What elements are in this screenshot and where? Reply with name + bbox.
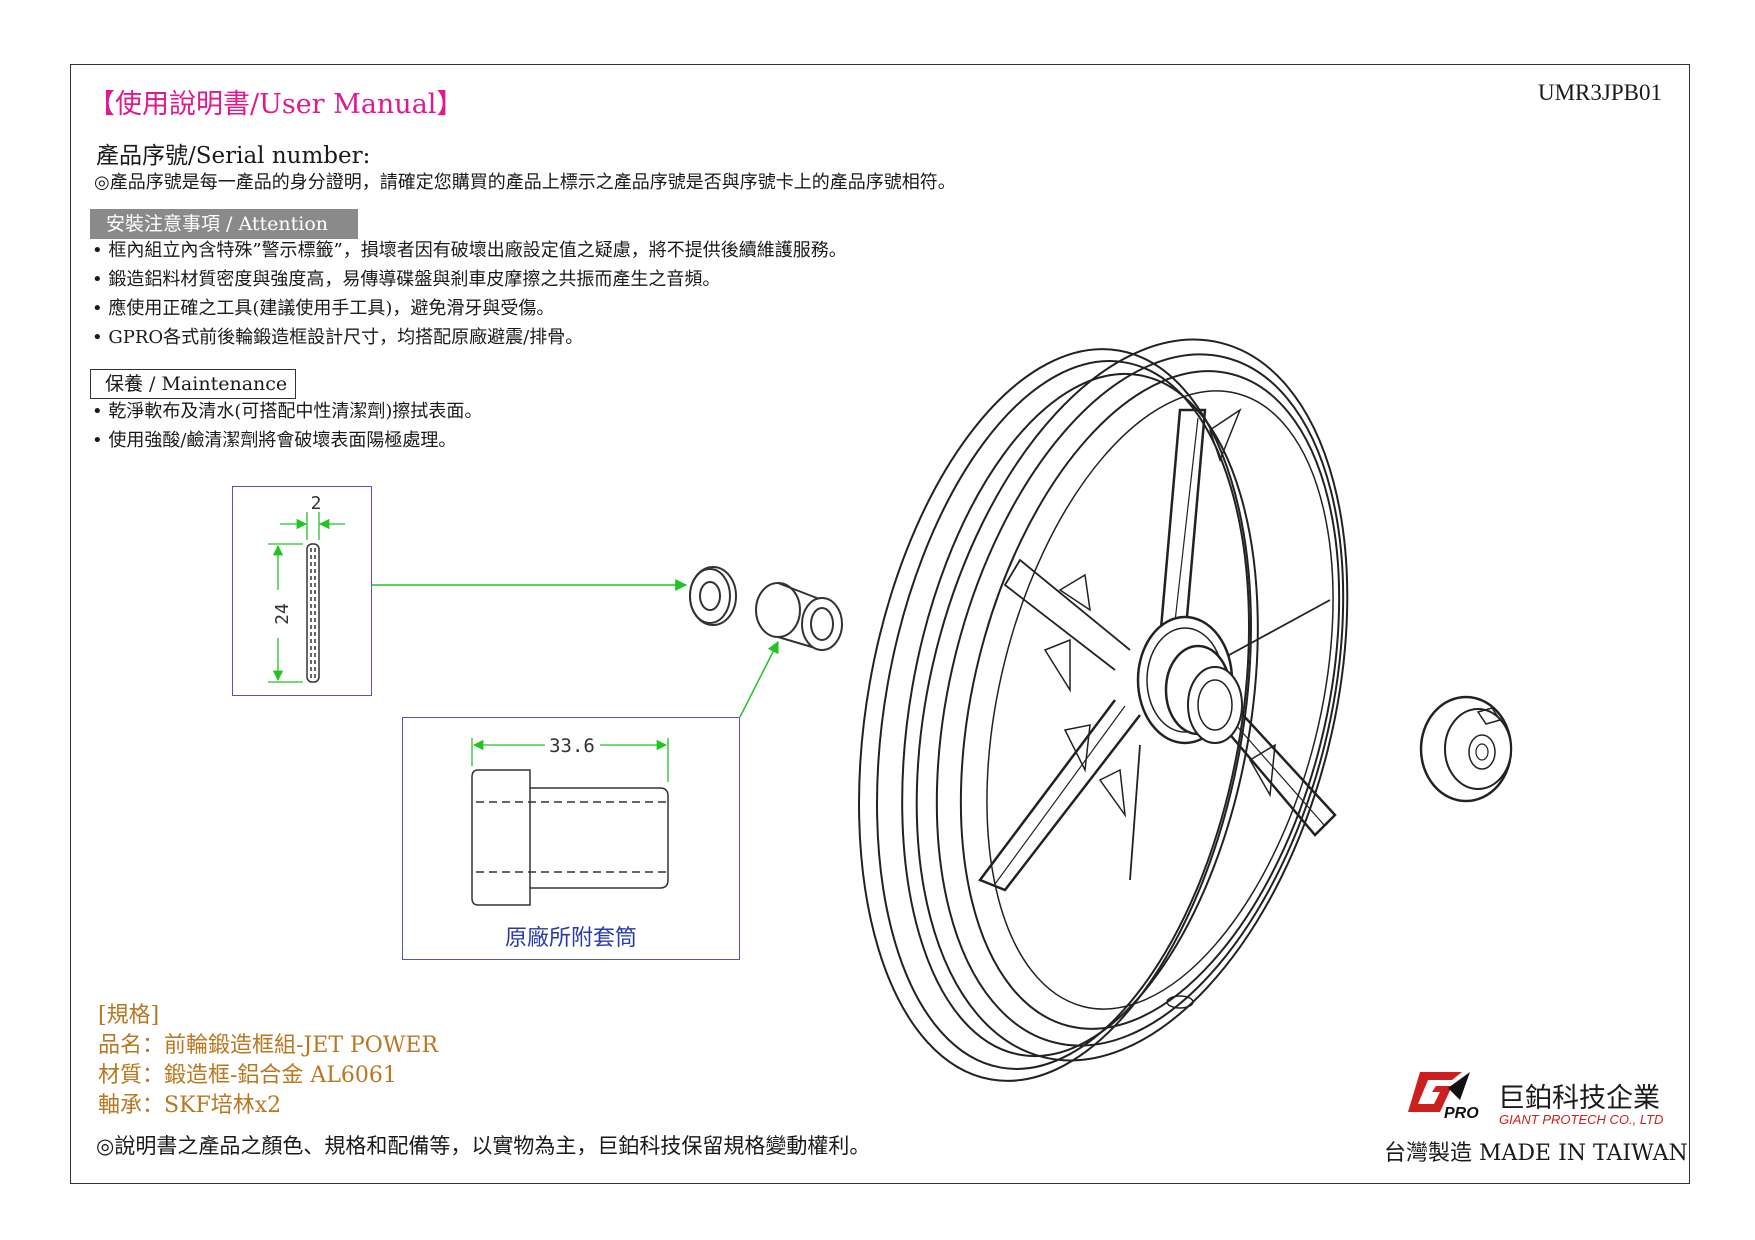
washer-dimensions [268, 512, 345, 683]
list-item: 使用強酸/鹼清潔劑將會破壞表面陽極處理。 [92, 426, 482, 455]
spec-section: [規格] 品名：前輪鍛造框組-JET POWER 材質：鍛造框-鋁合金 AL60… [98, 1001, 438, 1121]
list-item: 框內組立內含特殊”警示標籤”，損壞者因有破壞出廠設定值之疑慮，將不提供後續維護服… [92, 236, 846, 265]
document-code: UMR3JPB01 [1538, 80, 1662, 105]
collar-dimensions [471, 738, 669, 782]
washer-height-label: 24 [272, 603, 293, 625]
attention-label: 安裝注意事項 / Attention [90, 209, 358, 239]
gpro-logo-icon: PRO [1408, 1072, 1479, 1122]
maintenance-list: 乾淨軟布及清水(可搭配中性清潔劑)擦拭表面。 使用強酸/鹼清潔劑將會破壞表面陽極… [92, 397, 482, 455]
spec-name: 品名：前輪鍛造框組-JET POWER [98, 1033, 439, 1058]
serial-heading: 產品序號/Serial number: [96, 143, 371, 169]
washer-side-view [306, 543, 320, 683]
collar-side-view [471, 769, 669, 906]
collar-detail-box [402, 717, 740, 960]
wheel-drawing [858, 338, 1513, 1082]
spec-bearing: 軸承：SKF培林x2 [98, 1093, 282, 1118]
attention-list: 框內組立內含特殊”警示標籤”，損壞者因有破壞出廠設定值之疑慮，將不提供後續維護服… [92, 236, 847, 352]
made-in-label: 台灣製造 MADE IN TAIWAN [1384, 1141, 1688, 1166]
spec-material: 材質：鍛造框-鋁合金 AL6061 [98, 1063, 397, 1088]
washer-thickness-label: 2 [311, 493, 322, 514]
spec-heading: [規格] [98, 1003, 160, 1028]
company-name-en: GIANT PROTECH CO., LTD [1499, 1112, 1664, 1127]
list-item: 乾淨軟布及清水(可搭配中性清潔劑)擦拭表面。 [92, 397, 482, 426]
collar-leader-line [739, 640, 779, 718]
serial-note: ◎產品序號是每一產品的身分證明，請確定您購買的產品上標示之產品序號是否與序號卡上… [94, 172, 956, 193]
washer-detail-box [232, 486, 372, 696]
company-name-cn: 巨鉑科技企業 [1498, 1083, 1660, 1114]
collar-label: 原廠所附套筒 [504, 926, 637, 951]
list-item: 鍛造鋁料材質密度與強度高，易傳導碟盤與剎車皮摩擦之共振而產生之音頻。 [92, 265, 847, 294]
collar-length-label: 33.6 [549, 735, 595, 757]
collar-3d [755, 582, 843, 651]
list-item: 應使用正確之工具(建議使用手工具)，避免滑牙與受傷。 [92, 294, 847, 323]
logo-text: PRO [1444, 1105, 1479, 1122]
page-frame [70, 64, 1690, 1184]
washer-3d [689, 566, 737, 626]
manual-title: 【使用說明書/User Manual】 [88, 89, 464, 120]
list-item: GPRO各式前後輪鍛造框設計尺寸，均搭配原廠避震/排骨。 [92, 323, 847, 352]
footer-note: ◎說明書之產品之顏色、規格和配備等，以實物為主，巨鉑科技保留規格變動權利。 [96, 1134, 871, 1158]
